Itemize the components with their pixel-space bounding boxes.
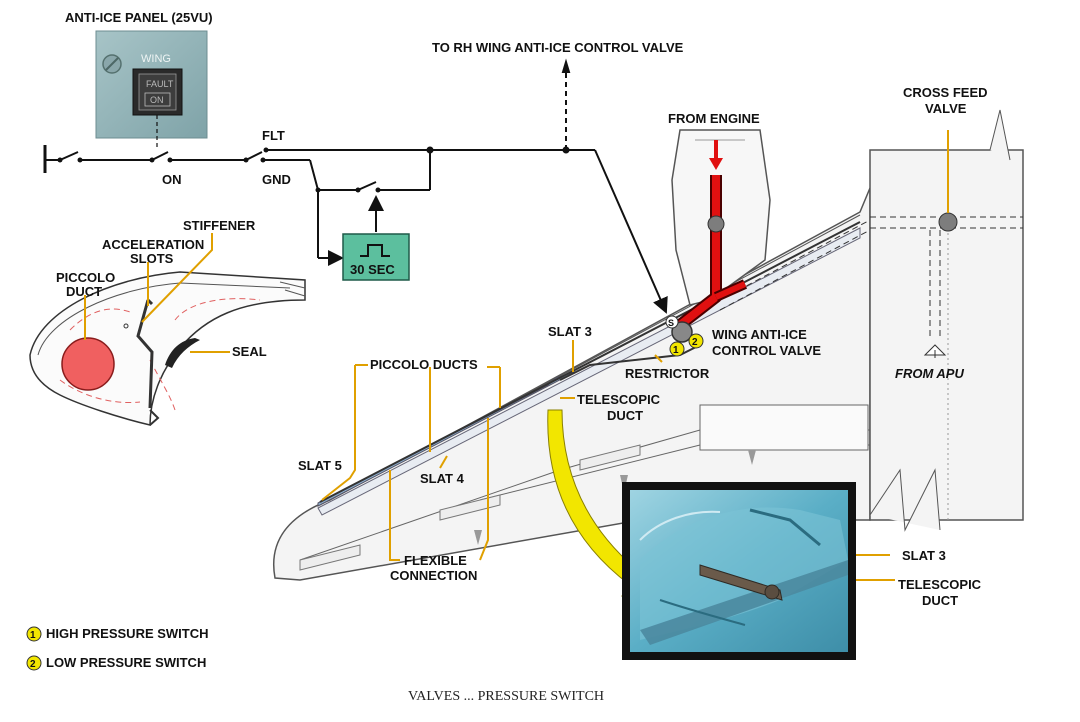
hot-air-duct <box>676 140 748 330</box>
photo-duct-label: DUCT <box>922 593 958 608</box>
telescopic-duct-photo <box>622 482 856 660</box>
wing-anti-ice-label: WING ANTI-ICE <box>712 327 807 342</box>
anti-ice-panel: ANTI-ICE PANEL (25VU) WING FAULT ON <box>65 10 213 150</box>
panel-title: ANTI-ICE PANEL (25VU) <box>65 10 213 25</box>
on-light-label: ON <box>150 95 164 105</box>
control-valve-label: CONTROL VALVE <box>712 343 821 358</box>
from-engine-label: FROM ENGINE <box>668 111 760 126</box>
wing-pushbutton[interactable]: FAULT ON <box>132 68 183 116</box>
wing-anti-ice-control-valve: S 1 2 <box>665 315 704 357</box>
stiffener-label: STIFFENER <box>183 218 256 233</box>
piccolo-ducts-label: PICCOLO DUCTS <box>370 357 478 372</box>
legend-text-1: HIGH PRESSURE SWITCH <box>46 626 209 641</box>
photo-slat3-label: SLAT 3 <box>902 548 946 563</box>
piccolo-label: PICCOLO <box>56 270 115 285</box>
slat4-label: SLAT 4 <box>420 471 465 486</box>
legend-badge-1: 1 <box>30 630 36 641</box>
switch-1-badge: 1 <box>673 345 679 356</box>
telescopic-label: TELESCOPIC <box>577 392 661 407</box>
fault-light-label: FAULT <box>146 79 174 89</box>
switch-gnd-label: GND <box>262 172 291 187</box>
connection-label: CONNECTION <box>390 568 477 583</box>
flexible-label: FLEXIBLE <box>404 553 467 568</box>
timer-label: 30 SEC <box>350 262 395 277</box>
valve-label: VALVE <box>925 101 967 116</box>
restrictor-label: RESTRICTOR <box>625 366 710 381</box>
slat5-label: SLAT 5 <box>298 458 342 473</box>
panel-screw-icon <box>102 54 122 74</box>
piccolo-duct-tube <box>61 337 115 391</box>
legend: 1 HIGH PRESSURE SWITCH 2 LOW PRESSURE SW… <box>26 626 209 671</box>
switch-flt-label: FLT <box>262 128 285 143</box>
legend-badge-2: 2 <box>30 659 36 670</box>
slots-label: SLOTS <box>130 251 174 266</box>
acceleration-label: ACCELERATION <box>102 237 204 252</box>
photo-telescopic-label: TELESCOPIC <box>898 577 982 592</box>
section-leaders <box>84 233 230 353</box>
seal-label: SEAL <box>232 344 267 359</box>
to-rh-valve-label: TO RH WING ANTI-ICE CONTROL VALVE <box>432 40 684 55</box>
slat-cross-section <box>29 271 306 426</box>
switch-s-label: S <box>668 318 674 328</box>
legend-text-2: LOW PRESSURE SWITCH <box>46 655 206 670</box>
slat3-top-label: SLAT 3 <box>548 324 592 339</box>
telescopic-duct-label: DUCT <box>607 408 643 423</box>
cross-feed-valve-symbol <box>938 212 958 232</box>
timer-30-sec: 30 SEC <box>342 233 410 281</box>
legend-item-high-pressure: 1 HIGH PRESSURE SWITCH <box>26 626 209 642</box>
circuit-nodes <box>57 146 570 193</box>
cross-feed-label: CROSS FEED <box>903 85 988 100</box>
wing-label: WING <box>141 53 171 65</box>
fuselage <box>869 109 1024 532</box>
figure-caption: VALVES ... PRESSURE SWITCH <box>408 689 604 704</box>
legend-item-low-pressure: 2 LOW PRESSURE SWITCH <box>26 655 206 671</box>
wing-leaders <box>321 340 895 581</box>
switch-2-badge: 2 <box>692 337 698 348</box>
from-apu-label: FROM APU <box>895 366 964 381</box>
switch-on-label: ON <box>162 172 182 187</box>
duct-label: DUCT <box>66 284 102 299</box>
